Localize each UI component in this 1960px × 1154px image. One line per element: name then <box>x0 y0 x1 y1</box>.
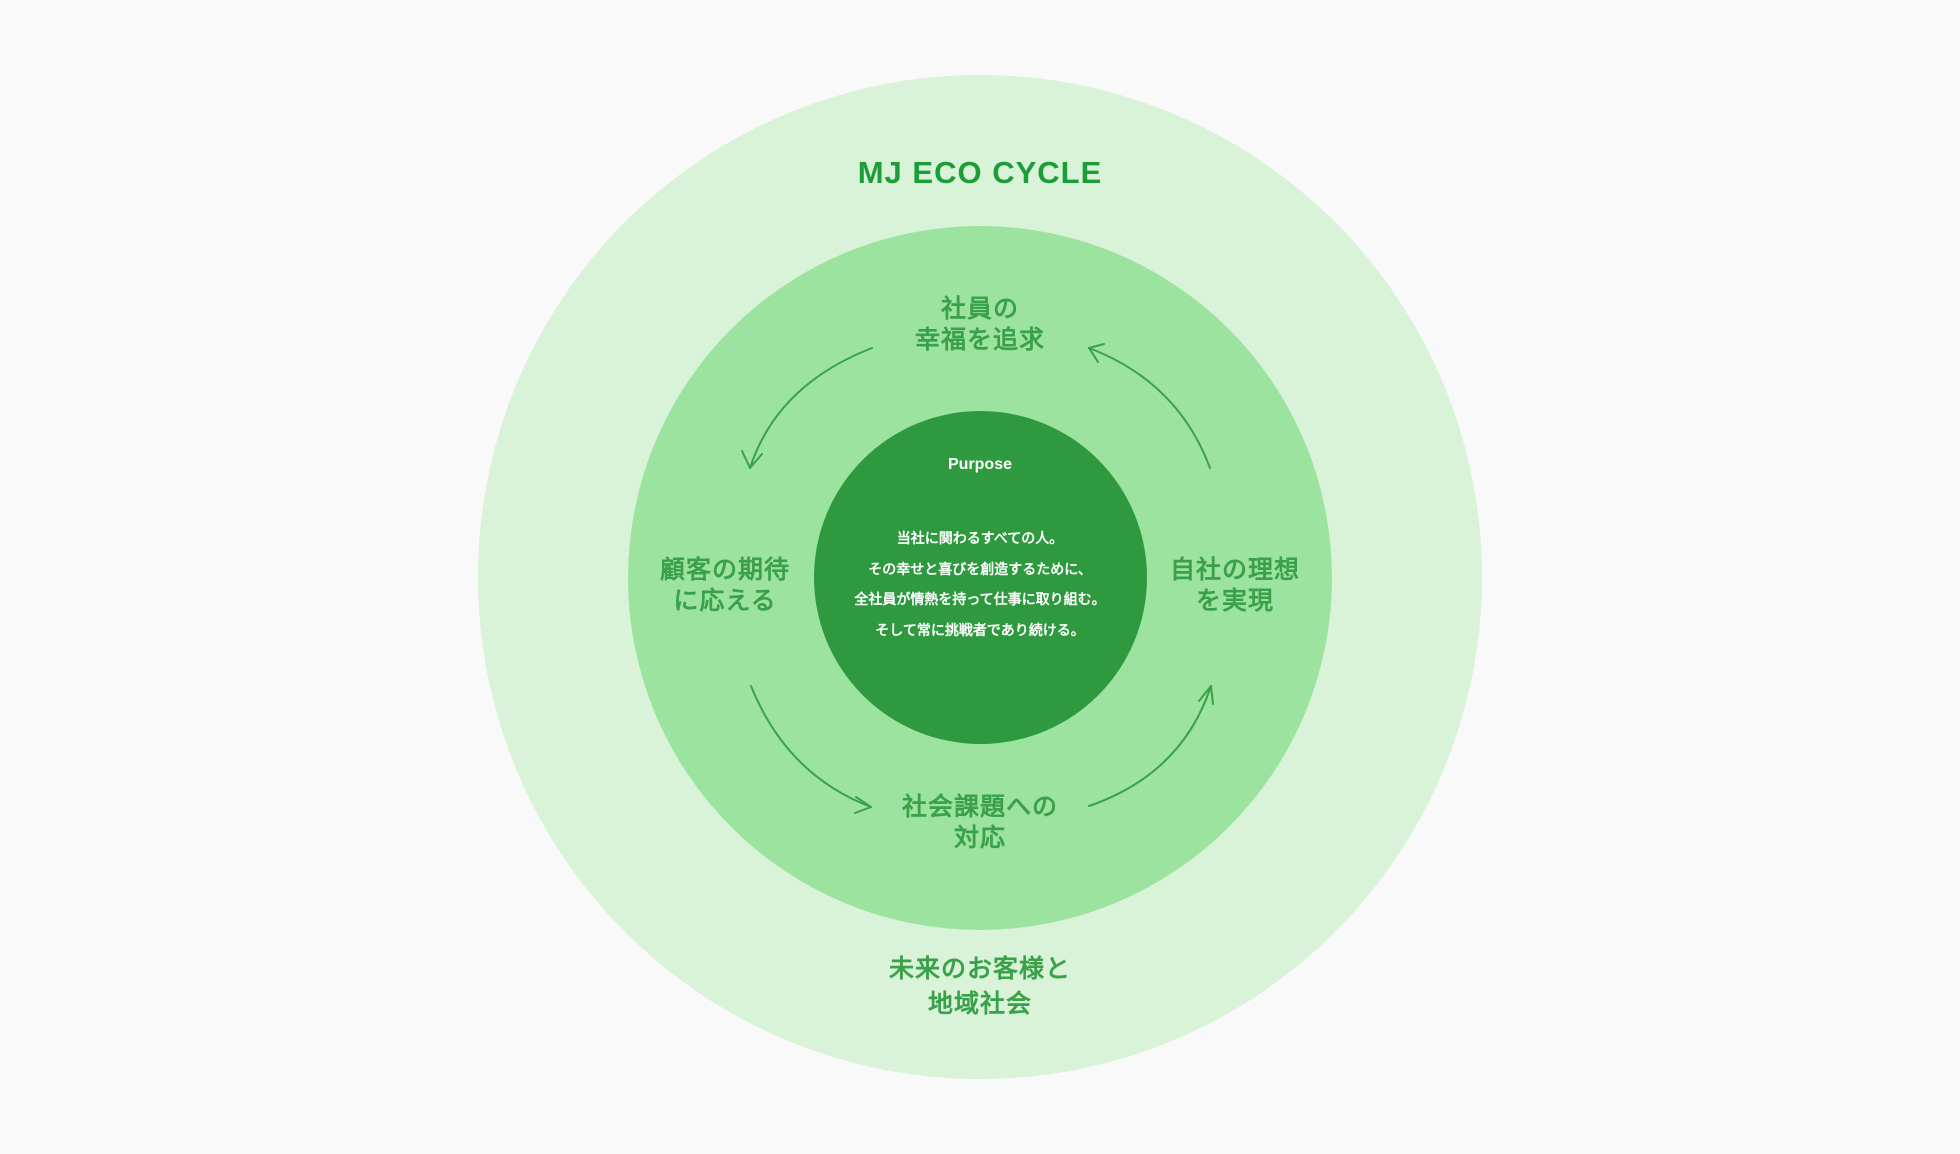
node-company-ideal: 自社の理想 を実現 <box>1130 554 1340 616</box>
node-line: 顧客の期待 <box>659 555 790 584</box>
purpose-statement: 当社に関わるすべての人。 その幸せと喜びを創造するために、 全社員が情熱を持って… <box>830 524 1130 646</box>
node-social-issues: 社会課題への 対応 <box>860 791 1100 853</box>
purpose-line: 当社に関わるすべての人。 <box>896 531 1064 547</box>
purpose-line: 全社員が情熱を持って仕事に取り組む。 <box>854 592 1106 608</box>
node-employee-happiness: 社員の 幸福を追求 <box>860 293 1100 355</box>
diagram-title: MJ ECO CYCLE <box>857 155 1103 190</box>
purpose-label: Purpose <box>947 456 1012 473</box>
node-line: 幸福を追求 <box>914 325 1045 354</box>
node-line: 自社の理想 <box>1169 555 1300 584</box>
node-line: 社会課題への <box>901 792 1058 821</box>
purpose-line: その幸せと喜びを創造するために、 <box>868 561 1092 578</box>
node-line: 未来のお客様と <box>888 954 1071 983</box>
node-line: を実現 <box>1195 586 1274 615</box>
node-line: 対応 <box>953 823 1006 852</box>
purpose-line: そして常に挑戦者であり続ける。 <box>875 622 1085 639</box>
node-line: 地域社会 <box>927 989 1032 1018</box>
node-line: 社員の <box>940 294 1019 323</box>
node-future-customers-community: 未来のお客様と 地域社会 <box>840 951 1120 1021</box>
node-line: に応える <box>673 586 777 615</box>
node-customer-expectations: 顧客の期待 に応える <box>620 554 830 616</box>
